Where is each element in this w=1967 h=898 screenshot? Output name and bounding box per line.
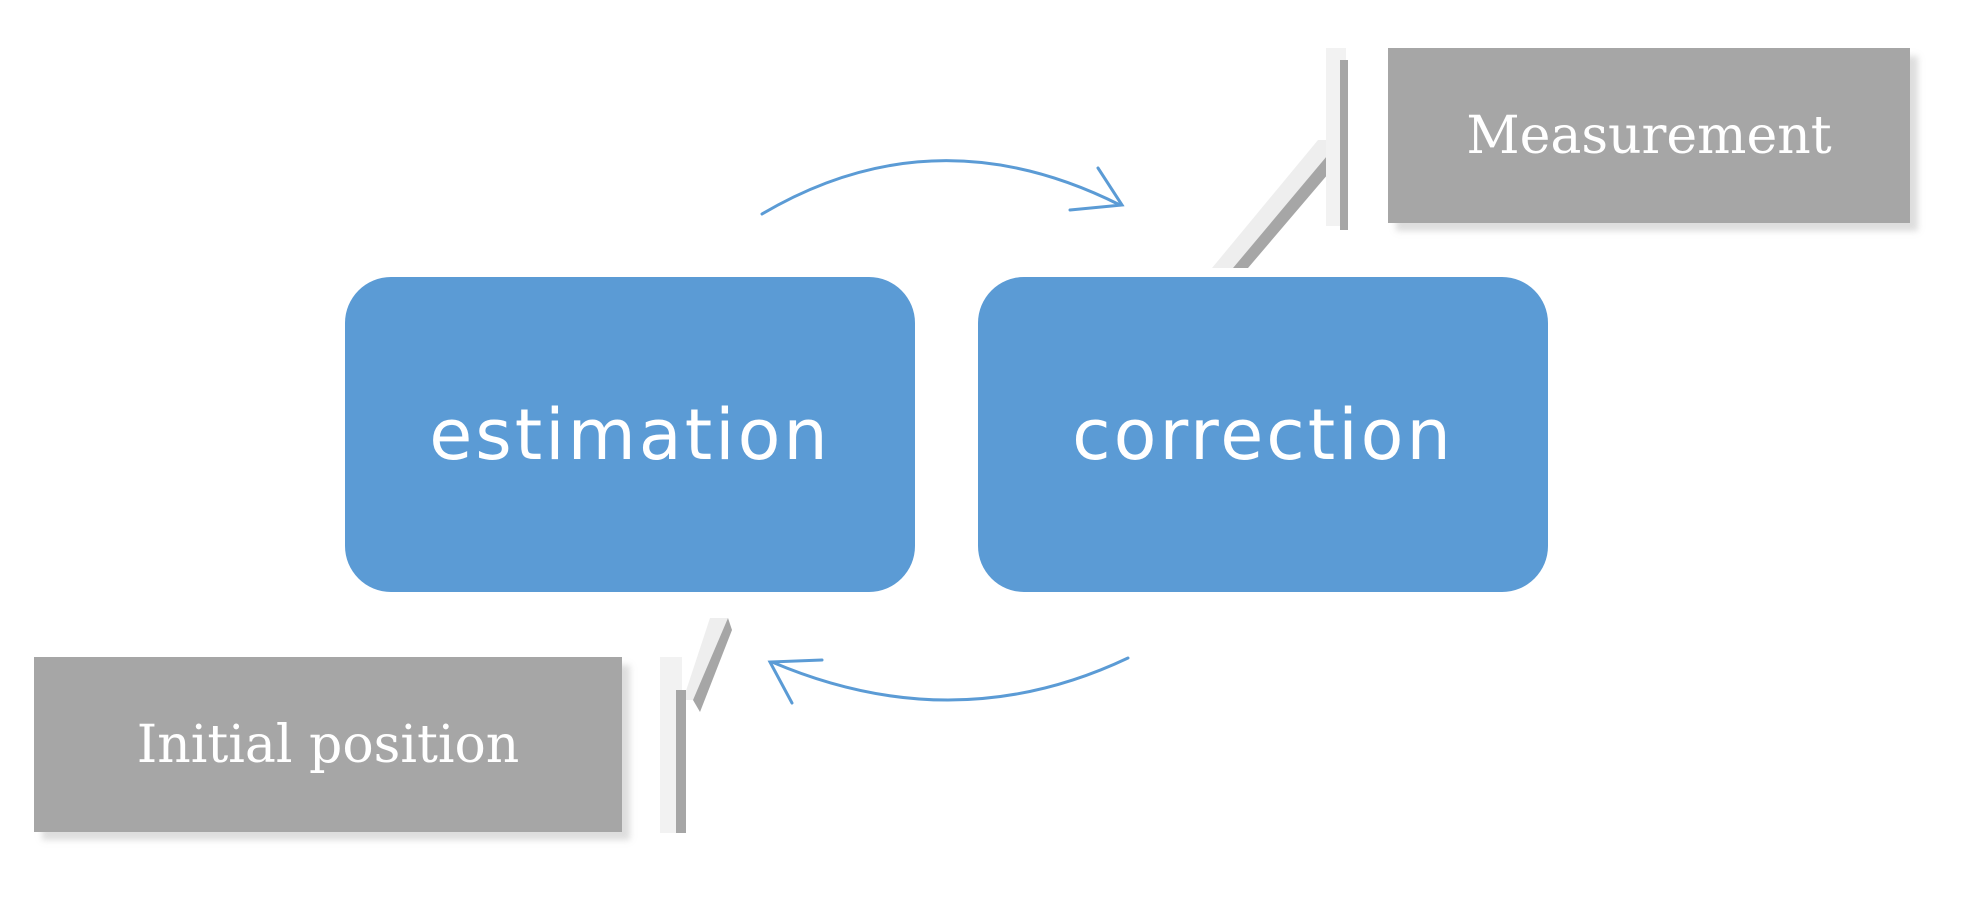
initial-position-label: Initial position: [136, 714, 520, 775]
correction-label: correction: [1072, 393, 1454, 476]
initial-position-input-box: Initial position: [34, 657, 622, 832]
return-cycle-arrow: [767, 656, 1130, 705]
correction-step: correction: [978, 277, 1548, 592]
forward-cycle-arrow: [760, 159, 1125, 216]
measurement-input-box: Measurement: [1388, 48, 1910, 223]
estimation-label: estimation: [429, 393, 831, 476]
measurement-connector: [1212, 48, 1348, 268]
estimation-step: estimation: [345, 277, 915, 592]
measurement-label: Measurement: [1466, 105, 1832, 166]
initial-position-connector: [660, 618, 732, 833]
